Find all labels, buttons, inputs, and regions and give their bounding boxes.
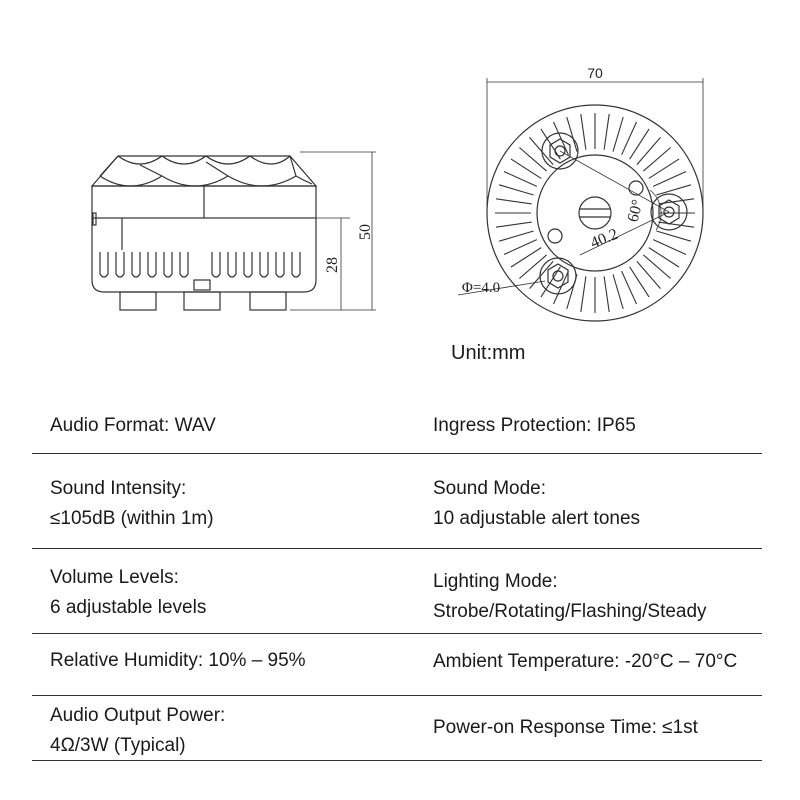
dim-lower-28: 28	[324, 257, 341, 273]
unit-label: Unit:mm	[451, 342, 526, 364]
spec-sound-mode: Sound Mode:10 adjustable alert tones	[433, 478, 641, 529]
spec-sound-intensity: Sound Intensity:≤105dB (within 1m)	[50, 478, 214, 529]
top-view	[457, 78, 704, 322]
nut-bottom-left	[539, 257, 577, 295]
dim-width-70: 70	[587, 65, 603, 81]
dim-spacing-40-2: 40.2	[588, 226, 620, 252]
spec-audio-format: Audio Format: WAV	[50, 415, 216, 436]
spec-row: Audio Format: WAV Ingress Protection: IP…	[32, 396, 762, 454]
spec-volume-levels: Volume Levels:6 adjustable levels	[50, 567, 207, 618]
dim-angle-60: 60°	[625, 198, 647, 224]
spec-relative-humidity: Relative Humidity: 10% – 95%	[50, 650, 306, 671]
spec-ambient-temperature: Ambient Temperature: -20°C – 70°C	[433, 651, 738, 672]
side-view	[90, 151, 376, 311]
spec-power-on-response: Power-on Response Time: ≤1st	[433, 717, 698, 738]
spec-row: Volume Levels:6 adjustable levels Lighti…	[32, 549, 762, 634]
dim-height-50: 50	[357, 224, 374, 240]
spec-ingress-protection: Ingress Protection: IP65	[433, 415, 636, 436]
technical-drawing: 50 28 70	[90, 65, 704, 322]
spec-row: Sound Intensity:≤105dB (within 1m) Sound…	[32, 454, 762, 549]
spec-row: Relative Humidity: 10% – 95% Ambient Tem…	[32, 634, 762, 696]
spec-row: Audio Output Power:4Ω/3W (Typical) Power…	[32, 696, 762, 761]
spec-lighting-mode: Lighting Mode:Strobe/Rotating/Flashing/S…	[433, 571, 707, 622]
nut-top-left	[541, 132, 579, 170]
spec-audio-output-power: Audio Output Power:4Ω/3W (Typical)	[50, 705, 226, 756]
dim-hole-diameter: Φ=4.0	[462, 280, 500, 296]
